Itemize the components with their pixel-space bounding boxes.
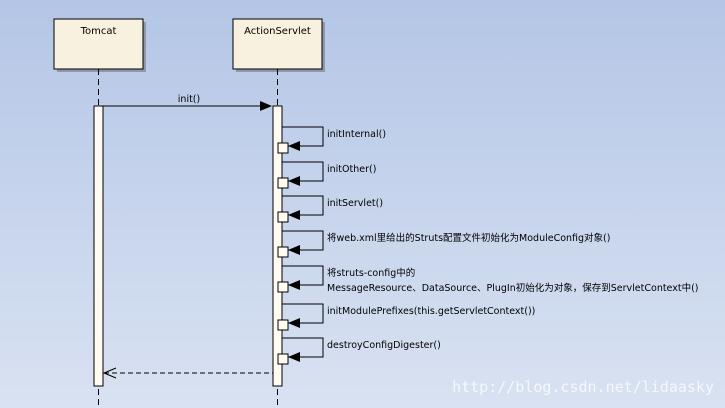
self-call-group: initInternal() initOther() initServlet() 将w…	[277, 126, 699, 365]
self-call-line	[282, 337, 324, 358]
self-call-arrowhead	[288, 141, 300, 151]
self-call-label: initOther()	[327, 164, 376, 175]
self-call-activation	[277, 353, 289, 365]
lifeline-tomcat: Tomcat	[53, 18, 146, 408]
self-call-arrowhead	[288, 210, 300, 220]
self-call-activation	[277, 246, 289, 258]
self-call-arrowhead	[288, 176, 300, 186]
self-call: 将web.xml里给出的Struts配置文件初始化为ModuleConfig对象…	[277, 230, 610, 258]
self-call-line	[282, 303, 324, 324]
lifeline-actionservlet: ActionServlet	[232, 18, 325, 408]
self-call-label: initInternal()	[327, 129, 386, 140]
lifeline-label-tomcat: Tomcat	[80, 26, 117, 37]
watermark-text: http://blog.csdn.net/lidaasky	[452, 378, 714, 396]
self-call: initOther()	[277, 161, 376, 189]
lifeline-head-actionservlet	[232, 18, 323, 70]
self-call-activation	[277, 177, 289, 189]
self-call-label: 将web.xml里给出的Struts配置文件初始化为ModuleConfig对象…	[327, 232, 610, 244]
message-init-label: init()	[178, 94, 200, 105]
self-call-line	[282, 126, 324, 147]
self-call-arrowhead	[288, 318, 300, 328]
self-call-line	[282, 195, 324, 216]
self-call: initInternal()	[277, 126, 386, 154]
self-call-arrowhead	[288, 245, 300, 255]
self-call: destroyConfigDigester()	[277, 337, 441, 365]
self-call-arrowhead	[288, 280, 300, 290]
activation-bar-tomcat	[93, 105, 104, 387]
self-call: initServlet()	[277, 195, 383, 223]
self-call: initModulePrefixes(this.getServletContex…	[277, 303, 535, 331]
self-call-label: destroyConfigDigester()	[327, 340, 441, 351]
lifeline-label-actionservlet: ActionServlet	[244, 26, 311, 37]
self-call-label: MessageResource、DataSource、PlugIn初始化为对象，…	[327, 282, 699, 294]
message-init: init()	[103, 94, 272, 111]
self-call: 将struts-config中的 MessageResource、DataSour…	[277, 265, 699, 294]
self-call-arrowhead	[288, 352, 300, 362]
self-call-activation	[277, 211, 289, 223]
self-call-activation	[277, 281, 289, 293]
self-call-line	[282, 230, 324, 251]
message-init-arrowhead	[260, 101, 272, 111]
message-return-arrowhead	[102, 367, 117, 379]
activation-bar-actionservlet	[272, 105, 283, 387]
self-call-activation	[277, 319, 289, 331]
message-return	[102, 367, 273, 379]
self-call-line	[282, 265, 324, 286]
self-call-activation	[277, 142, 289, 154]
self-call-label: initServlet()	[327, 198, 383, 209]
self-call-label: initModulePrefixes(this.getServletContex…	[327, 306, 535, 317]
self-call-label: 将struts-config中的	[327, 267, 415, 279]
self-call-line	[282, 161, 324, 182]
